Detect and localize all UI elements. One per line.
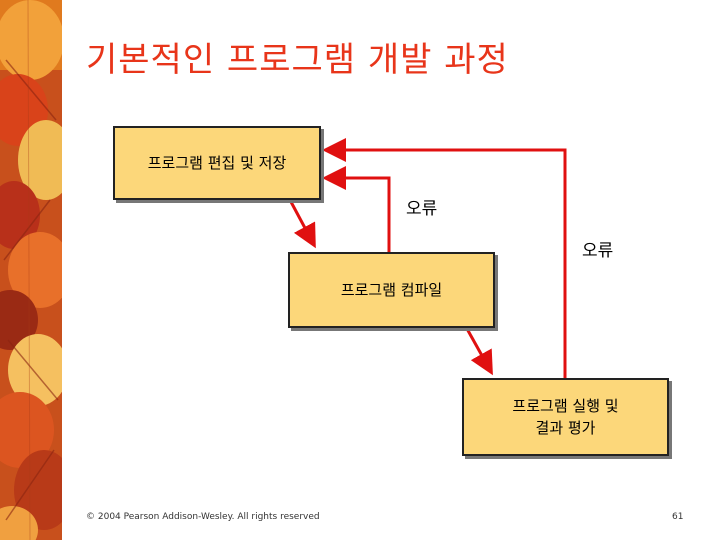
copyright-footer: © 2004 Pearson Addison-Wesley. All right… bbox=[86, 512, 320, 522]
node-run-and-evaluate: 프로그램 실행 및 결과 평가 bbox=[462, 378, 669, 456]
arrow-edit-to-compile bbox=[288, 199, 316, 249]
node-edit-and-save: 프로그램 편집 및 저장 bbox=[113, 126, 321, 200]
page-number: 61 bbox=[672, 512, 684, 522]
edge-label-run-error: 오류 bbox=[582, 241, 614, 261]
arrow-run-error-loop bbox=[322, 138, 567, 378]
edge-label-compile-error: 오류 bbox=[406, 199, 438, 219]
node-compile-label: 프로그램 컴파일 bbox=[340, 281, 443, 299]
node-compile: 프로그램 컴파일 bbox=[288, 252, 495, 328]
arrow-compile-to-run bbox=[464, 326, 493, 376]
node-run-label-line2: 결과 평가 bbox=[535, 419, 596, 437]
arrow-compile-error-loop bbox=[322, 166, 391, 252]
autumn-leaves-decoration bbox=[0, 0, 62, 540]
slide-title: 기본적인 프로그램 개발 과정 bbox=[86, 40, 509, 80]
node-edit-label: 프로그램 편집 및 저장 bbox=[147, 154, 287, 172]
node-run-label-line1: 프로그램 실행 및 bbox=[512, 397, 619, 415]
